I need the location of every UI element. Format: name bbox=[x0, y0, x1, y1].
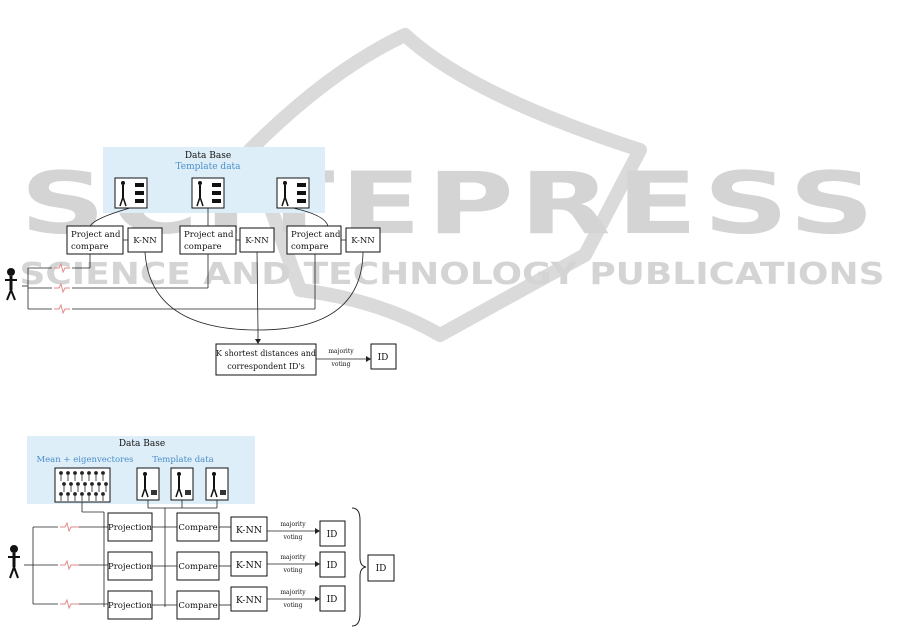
svg-text:ID: ID bbox=[327, 530, 338, 540]
svg-text:ID: ID bbox=[327, 561, 338, 571]
bottom-majority-voting-label-3: majority bbox=[280, 589, 306, 596]
bottom-signal-2 bbox=[60, 559, 79, 571]
bottom-knn-box-2: K-NN bbox=[230, 551, 268, 577]
svg-text:voting: voting bbox=[330, 361, 350, 368]
bottom-mean-label: Mean + eigenvectores bbox=[36, 455, 133, 465]
watermark-subtitle: SCIENCE AND TECHNOLOGY PUBLICATIONS bbox=[20, 257, 885, 292]
svg-text:K shortest distances and: K shortest distances and bbox=[216, 349, 316, 358]
svg-text:voting: voting bbox=[282, 567, 302, 574]
top-knn-box-3: K-NN bbox=[345, 227, 381, 253]
bottom-projection-box-3: Projection bbox=[107, 590, 153, 620]
top-project-compare-box-3: Project and compare bbox=[286, 225, 342, 255]
top-signal-3 bbox=[54, 303, 70, 315]
svg-text:Projection: Projection bbox=[108, 523, 153, 533]
top-template-card-3 bbox=[276, 177, 310, 209]
svg-text:Project and: Project and bbox=[184, 230, 234, 240]
bottom-final-id-box: ID bbox=[367, 554, 395, 582]
svg-text:Compare: Compare bbox=[178, 601, 217, 611]
bottom-compare-box-2: Compare bbox=[176, 551, 220, 581]
bottom-projection-box-1: Projection bbox=[107, 512, 153, 542]
svg-text:Projection: Projection bbox=[108, 601, 153, 611]
svg-text:compare: compare bbox=[291, 242, 329, 252]
svg-text:correspondent ID's: correspondent ID's bbox=[227, 362, 305, 371]
svg-text:K-NN: K-NN bbox=[236, 525, 262, 536]
svg-text:ID: ID bbox=[327, 595, 338, 605]
top-diagram: Data Base Template data bbox=[5, 147, 397, 376]
top-project-compare-box-1: Project and compare bbox=[66, 225, 124, 255]
top-knn-box-2: K-NN bbox=[239, 227, 275, 253]
bottom-database-title: Data Base bbox=[119, 439, 165, 449]
top-database-title: Data Base bbox=[185, 151, 231, 161]
svg-text:K-NN: K-NN bbox=[351, 236, 375, 246]
bottom-signal-3 bbox=[60, 598, 79, 610]
svg-text:Project and: Project and bbox=[71, 230, 121, 240]
bottom-knn-box-1: K-NN bbox=[230, 516, 268, 542]
bottom-template-label: Template data bbox=[152, 455, 213, 465]
bottom-diagram: Data Base Mean + eigenvectores Template … bbox=[8, 436, 395, 627]
top-kshortest-box: K shortest distances and correspondent I… bbox=[215, 343, 317, 376]
top-person-icon bbox=[5, 268, 17, 301]
svg-text:Compare: Compare bbox=[178, 523, 217, 533]
top-id-box: ID bbox=[370, 343, 397, 370]
svg-text:voting: voting bbox=[282, 602, 302, 609]
top-template-card-2 bbox=[191, 177, 225, 209]
bottom-signal-1 bbox=[60, 521, 79, 533]
svg-text:ID: ID bbox=[376, 564, 387, 574]
svg-text:compare: compare bbox=[184, 242, 222, 252]
watermark-book-icon bbox=[243, 28, 647, 342]
svg-text:Project and: Project and bbox=[291, 230, 341, 240]
svg-text:compare: compare bbox=[71, 242, 109, 252]
top-project-compare-box-2: Project and compare bbox=[179, 225, 237, 255]
svg-text:K-NN: K-NN bbox=[236, 595, 262, 606]
top-signal-1 bbox=[54, 262, 70, 274]
eigenvectors-crowd-icon bbox=[54, 467, 111, 503]
bottom-id-box-2: ID bbox=[319, 551, 346, 578]
bottom-compare-box-3: Compare bbox=[176, 590, 220, 620]
svg-text:K-NN: K-NN bbox=[133, 236, 157, 246]
right-curly-brace bbox=[351, 507, 367, 627]
bottom-projection-box-2: Projection bbox=[107, 551, 153, 581]
bottom-template-card-2 bbox=[170, 467, 194, 501]
bottom-majority-voting-label-1: majority bbox=[280, 521, 306, 528]
svg-text:K-NN: K-NN bbox=[236, 560, 262, 571]
bottom-person-icon bbox=[8, 545, 20, 579]
top-majority-voting-label: majority bbox=[328, 348, 354, 355]
svg-text:K-NN: K-NN bbox=[245, 236, 269, 246]
svg-text:voting: voting bbox=[282, 534, 302, 541]
bottom-template-card-1 bbox=[136, 467, 160, 501]
bottom-compare-box-1: Compare bbox=[176, 512, 220, 542]
svg-text:ID: ID bbox=[378, 353, 389, 363]
svg-text:Compare: Compare bbox=[178, 562, 217, 572]
svg-text:Projection: Projection bbox=[108, 562, 153, 572]
top-template-card-1 bbox=[114, 177, 148, 209]
bottom-id-box-1: ID bbox=[319, 520, 346, 547]
top-knn-box-1: K-NN bbox=[127, 227, 163, 253]
bottom-id-box-3: ID bbox=[319, 585, 346, 612]
top-signal-2 bbox=[54, 282, 70, 294]
top-database-subtitle: Template data bbox=[175, 162, 241, 172]
bottom-template-card-3 bbox=[205, 467, 229, 501]
bottom-majority-voting-label-2: majority bbox=[280, 554, 306, 561]
bottom-knn-box-3: K-NN bbox=[230, 586, 268, 612]
